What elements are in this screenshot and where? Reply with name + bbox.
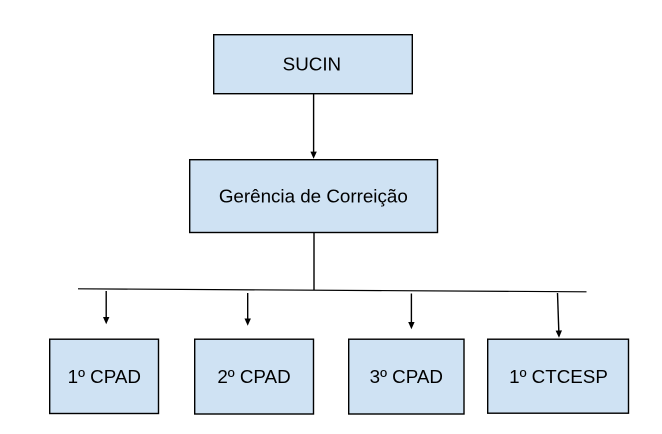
svg-text:1º CPAD: 1º CPAD [68,366,141,387]
svg-text:SUCIN: SUCIN [283,53,341,74]
svg-text:Gerência de Correição: Gerência de Correição [219,185,408,206]
svg-text:1º CTCESP: 1º CTCESP [509,366,608,387]
svg-text:2º CPAD: 2º CPAD [217,366,290,387]
svg-text:3º CPAD: 3º CPAD [370,366,443,387]
